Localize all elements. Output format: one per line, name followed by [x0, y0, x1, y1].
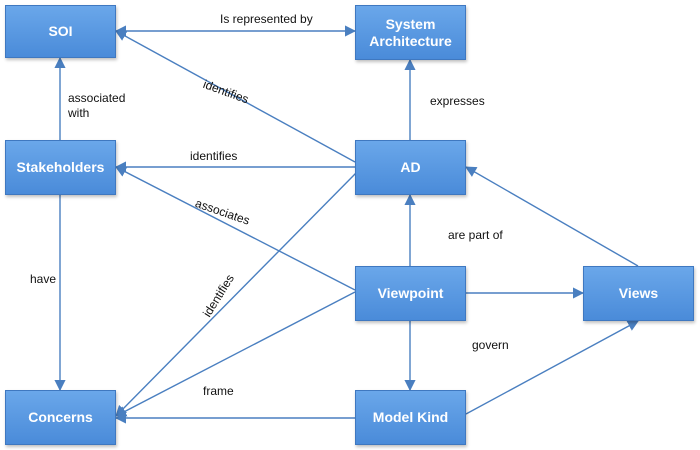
node-ad[interactable]: AD [355, 140, 466, 195]
node-views[interactable]: Views [583, 266, 694, 321]
edge-label-have: have [30, 272, 57, 286]
edge-label-frame: frame [203, 384, 234, 398]
node-viewpoint[interactable]: Viewpoint [355, 266, 466, 321]
edge-viewpt-concern [115, 291, 356, 417]
edge-model-views [465, 320, 639, 415]
node-model-kind[interactable]: Model Kind [355, 390, 466, 445]
node-soi[interactable]: SOI [5, 5, 116, 58]
node-stakeholders[interactable]: Stakeholders [5, 140, 116, 195]
edge-label-are-part-of: are part of [448, 228, 503, 242]
edge-viewpt-stake [115, 166, 356, 291]
node-concerns[interactable]: Concerns [5, 390, 116, 445]
edge-views-ad [465, 166, 639, 267]
edge-label-associated-with: associated with [68, 91, 126, 120]
edge-ad-concern [115, 171, 358, 417]
edge-label-expresses: expresses [430, 94, 485, 108]
edge-label-govern: govern [472, 338, 509, 352]
edge-label-identifies-stakeholders: identifies [190, 149, 238, 163]
edge-label-is-represented-by: Is represented by [220, 12, 313, 26]
edge-ad-soi [115, 30, 356, 163]
node-system-architecture[interactable]: System Architecture [355, 5, 466, 60]
